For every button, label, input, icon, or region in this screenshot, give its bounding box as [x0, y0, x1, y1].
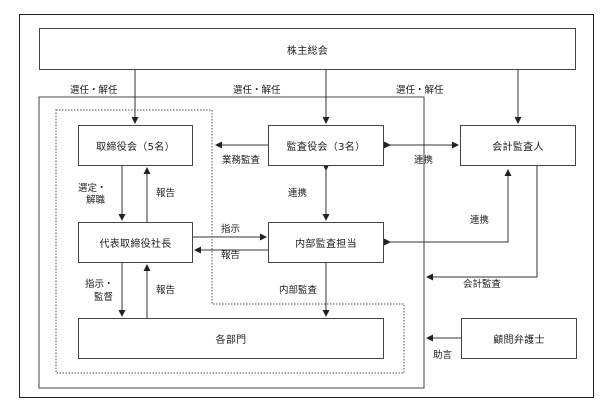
node-legal-advisor: 顧問弁護士: [461, 318, 577, 359]
label-appoint-dismiss-accounting: 選任・解任: [396, 85, 444, 96]
node-label: 会計監査人: [492, 142, 544, 153]
label-instruct-supervise-line1: 指示・: [85, 279, 114, 290]
arrow-accounting-audit: [426, 165, 538, 281]
label-instruction: 指示: [221, 224, 241, 235]
label-cooperation-audit-internal: 連携: [288, 188, 308, 199]
label-appoint-dismiss-audit: 選任・解任: [233, 85, 281, 96]
label-report-from-departments: 報告: [156, 285, 176, 296]
node-label: 顧問弁護士: [493, 335, 545, 346]
label-business-audit: 業務監査: [222, 155, 261, 166]
label-appoint-dismiss-board: 選任・解任: [70, 85, 118, 96]
node-label: 監査役会（3名）: [286, 142, 366, 153]
label-report-from-internal: 報告: [221, 250, 241, 261]
label-accounting-audit: 会計監査: [463, 279, 502, 290]
diagram-frame: [19, 14, 594, 398]
label-internal-audit: 内部監査: [279, 285, 318, 296]
label-advice: 助言: [433, 350, 453, 361]
node-label: 各部門: [215, 335, 247, 346]
node-representative-director: 代表取締役社長: [78, 222, 193, 263]
node-label: 内部監査担当: [295, 239, 357, 250]
node-accounting-auditor: 会計監査人: [460, 125, 576, 166]
node-board-of-directors: 取締役会（5名）: [78, 125, 193, 166]
label-cooperation-audit-accounting: 連携: [414, 155, 434, 166]
label-select-dismiss-line2: 解職: [86, 195, 106, 206]
node-departments: 各部門: [78, 318, 384, 359]
node-internal-audit: 内部監査担当: [268, 222, 384, 263]
node-label: 株主総会: [286, 45, 329, 57]
arrow-cooperation-internal-accounting: [384, 169, 512, 246]
label-report-to-board: 報告: [156, 188, 176, 199]
label-select-dismiss-line1: 選定・: [78, 183, 107, 194]
node-audit-board: 監査役会（3名）: [268, 125, 384, 166]
label-cooperation-internal-accounting: 連携: [470, 215, 490, 226]
node-label: 取締役会（5名）: [96, 142, 175, 153]
label-instruct-supervise-line2: 監督: [94, 292, 114, 303]
internal-control-region: [55, 109, 405, 374]
node-label: 代表取締役社長: [99, 239, 172, 250]
node-shareholders-meeting: 株主総会: [39, 28, 576, 70]
